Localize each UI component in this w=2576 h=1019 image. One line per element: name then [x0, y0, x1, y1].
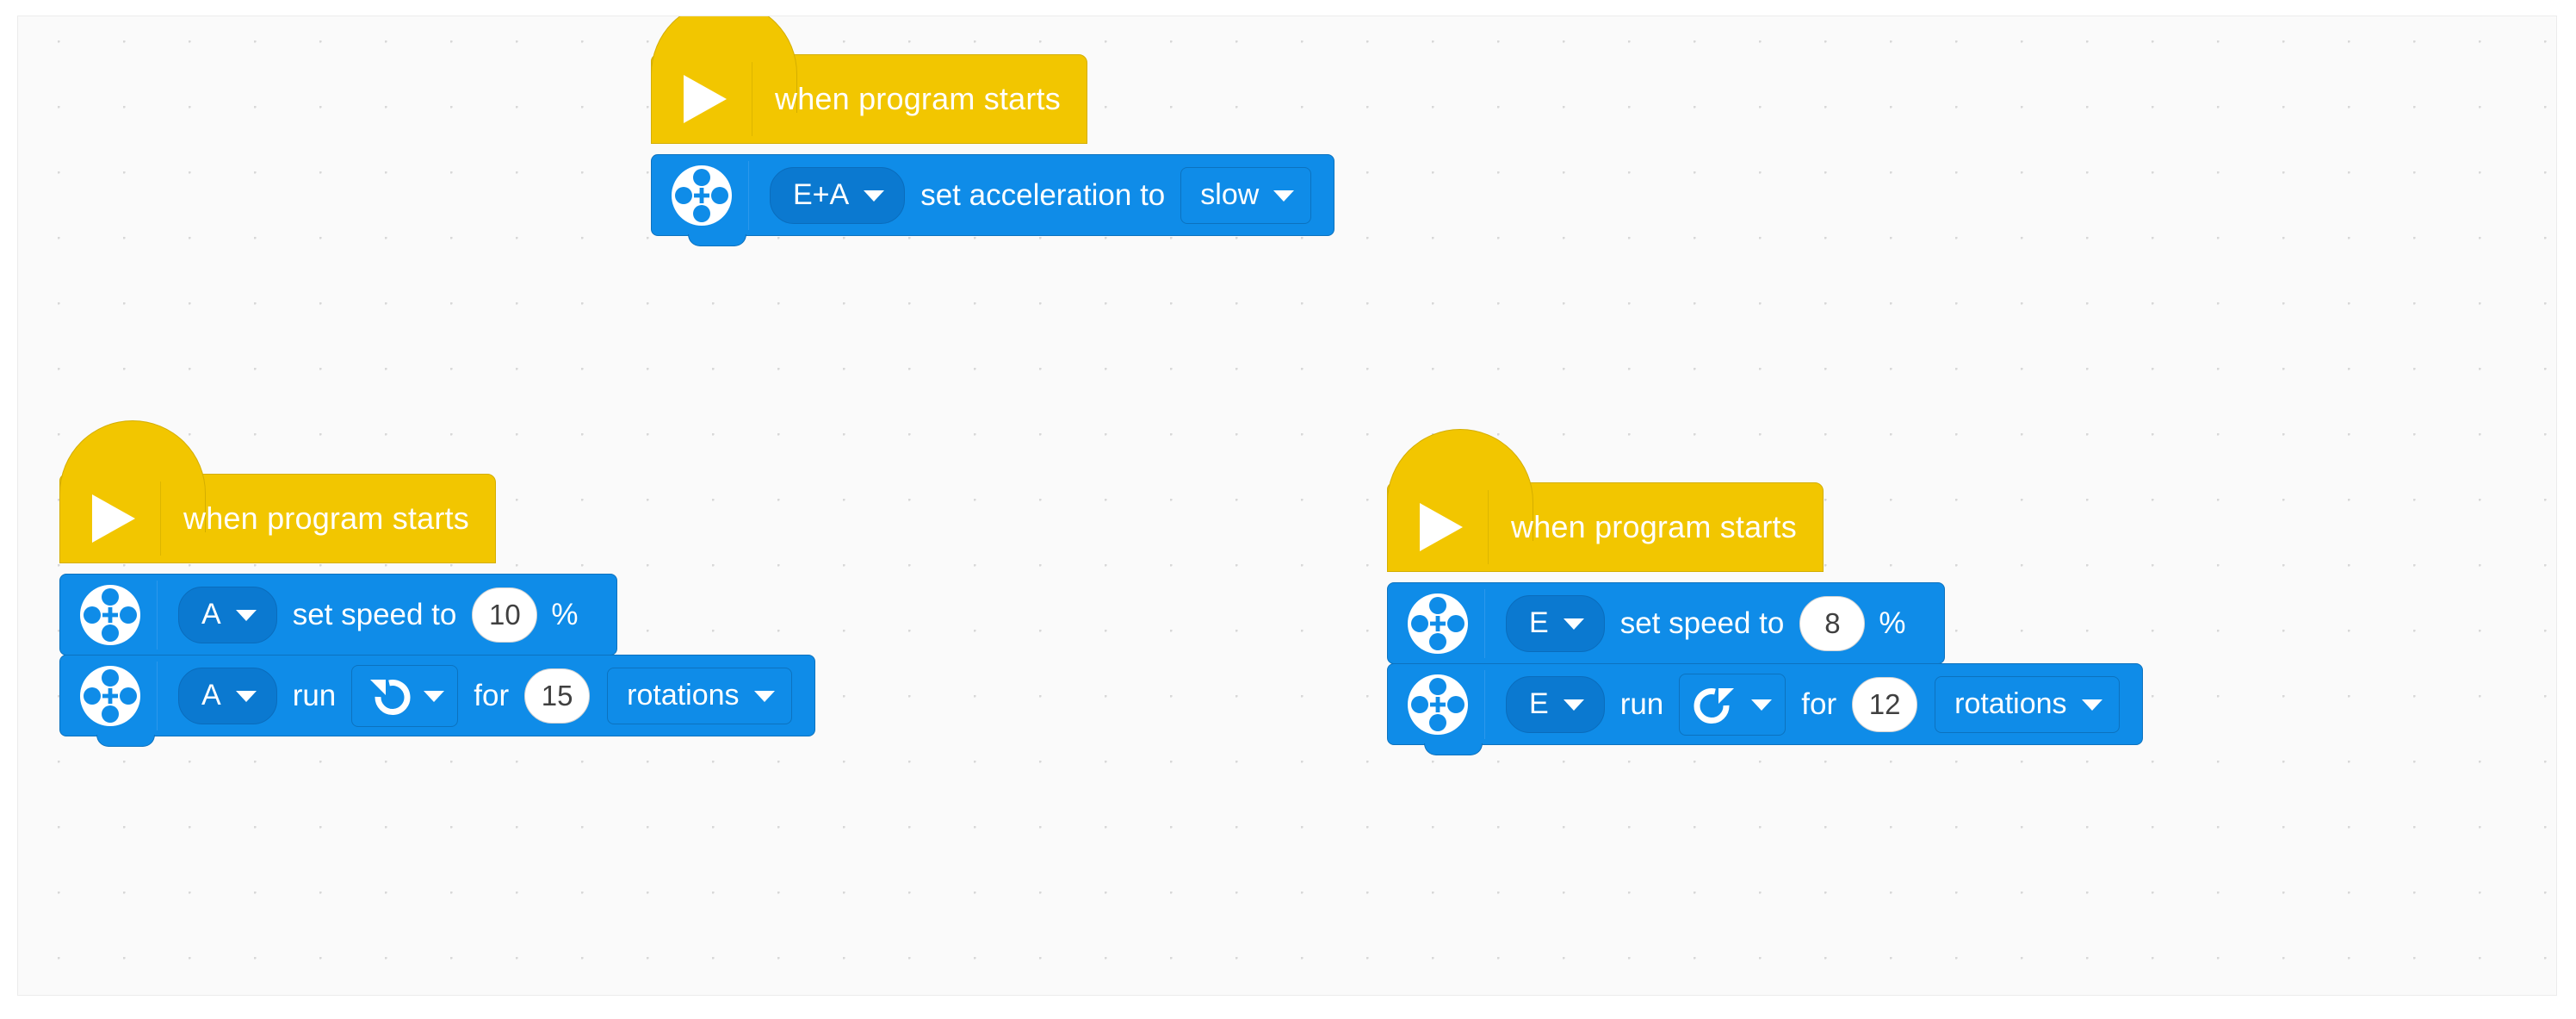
divider [1488, 489, 1489, 564]
play-icon [79, 492, 148, 545]
play-icon [671, 72, 740, 126]
chevron-down-icon [1563, 617, 1585, 631]
unit-value: rotations [627, 679, 740, 711]
motor-icon [1400, 593, 1476, 655]
block-list-2: A set speed to 10 % [59, 574, 815, 747]
block-text-run: run [292, 678, 337, 712]
rotate-counterclockwise-icon [366, 672, 411, 720]
motor-port-dropdown[interactable]: E [1506, 594, 1605, 652]
program-canvas[interactable]: when program starts [17, 16, 2557, 996]
unit-dropdown[interactable]: rotations [607, 667, 792, 724]
divider [1484, 669, 1485, 739]
motor-port-dropdown[interactable]: E+A [770, 166, 906, 224]
speed-value-input[interactable]: 10 [472, 587, 538, 643]
motor-port-value: A [201, 679, 221, 711]
block-notch [96, 735, 155, 747]
motor-port-dropdown[interactable]: A [178, 667, 277, 724]
acceleration-value: slow [1200, 178, 1260, 211]
chevron-down-icon [753, 689, 776, 703]
motor-port-dropdown[interactable]: A [178, 586, 277, 643]
motor-icon [72, 665, 148, 727]
block-text-percent: % [551, 597, 579, 631]
motor-set-speed-block[interactable]: A set speed to 10 % [59, 574, 617, 656]
motor-run-for-block[interactable]: A run [59, 655, 815, 747]
motor-icon [72, 584, 148, 646]
block-notch [1424, 743, 1483, 755]
when-program-starts-hat-2[interactable]: when program starts [59, 419, 815, 576]
motor-port-value: A [201, 598, 221, 631]
motor-icon [664, 165, 740, 227]
direction-dropdown[interactable] [1679, 673, 1786, 736]
hat-dome [59, 419, 206, 532]
script-stack-1[interactable]: when program starts [651, 16, 1335, 246]
block-text-set-acceleration-to: set acceleration to [920, 177, 1166, 212]
motor-run-for-block[interactable]: E run [1387, 663, 2143, 755]
motor-port-value: E [1529, 687, 1549, 720]
block-text-for: for [474, 678, 510, 712]
duration-value-input[interactable]: 12 [1852, 676, 1918, 732]
chevron-down-icon [1273, 189, 1295, 202]
hat-label: when program starts [1511, 508, 1797, 544]
unit-dropdown[interactable]: rotations [1935, 675, 2120, 733]
chevron-down-icon [423, 689, 445, 703]
hat-dome [651, 16, 797, 113]
chevron-down-icon [235, 689, 257, 703]
chevron-down-icon [235, 608, 257, 622]
acceleration-value-dropdown[interactable]: slow [1180, 166, 1312, 224]
script-stack-2[interactable]: when program starts [59, 419, 815, 747]
block-text-run: run [1619, 687, 1664, 721]
motor-port-value: E+A [793, 178, 850, 211]
divider [157, 580, 158, 649]
motor-icon [1400, 674, 1476, 736]
chevron-down-icon [1750, 698, 1773, 711]
block-notch [688, 234, 746, 246]
block-list-3: E set speed to 8 % [1387, 582, 2143, 755]
block-text-for: for [1801, 687, 1837, 721]
script-stack-3[interactable]: when program starts [1387, 428, 2143, 755]
motor-port-dropdown[interactable]: E [1506, 675, 1605, 733]
motor-set-speed-block[interactable]: E set speed to 8 % [1387, 582, 1945, 664]
hat-label: when program starts [183, 500, 469, 536]
play-icon [1407, 500, 1476, 554]
divider [748, 160, 749, 230]
speed-value-input[interactable]: 8 [1799, 595, 1866, 651]
rotate-clockwise-icon [1694, 680, 1738, 729]
chevron-down-icon [1563, 698, 1585, 711]
block-list-1: E+A set acceleration to slow [651, 154, 1335, 246]
direction-dropdown[interactable] [351, 664, 459, 727]
divider [1484, 588, 1485, 658]
block-text-set-speed-to: set speed to [1619, 606, 1785, 640]
unit-value: rotations [1954, 687, 2067, 720]
motor-port-value: E [1529, 606, 1549, 639]
hat-label: when program starts [775, 80, 1061, 116]
block-text-set-speed-to: set speed to [292, 597, 457, 631]
duration-value-input[interactable]: 15 [524, 668, 591, 724]
when-program-starts-hat-3[interactable]: when program starts [1387, 428, 2143, 585]
block-text-percent: % [1879, 606, 1906, 640]
divider [157, 661, 158, 730]
when-program-starts-hat-1[interactable]: when program starts [651, 16, 1334, 157]
chevron-down-icon [863, 189, 885, 202]
chevron-down-icon [2081, 698, 2103, 711]
motor-set-acceleration-block[interactable]: E+A set acceleration to slow [651, 154, 1335, 246]
divider [160, 481, 161, 556]
